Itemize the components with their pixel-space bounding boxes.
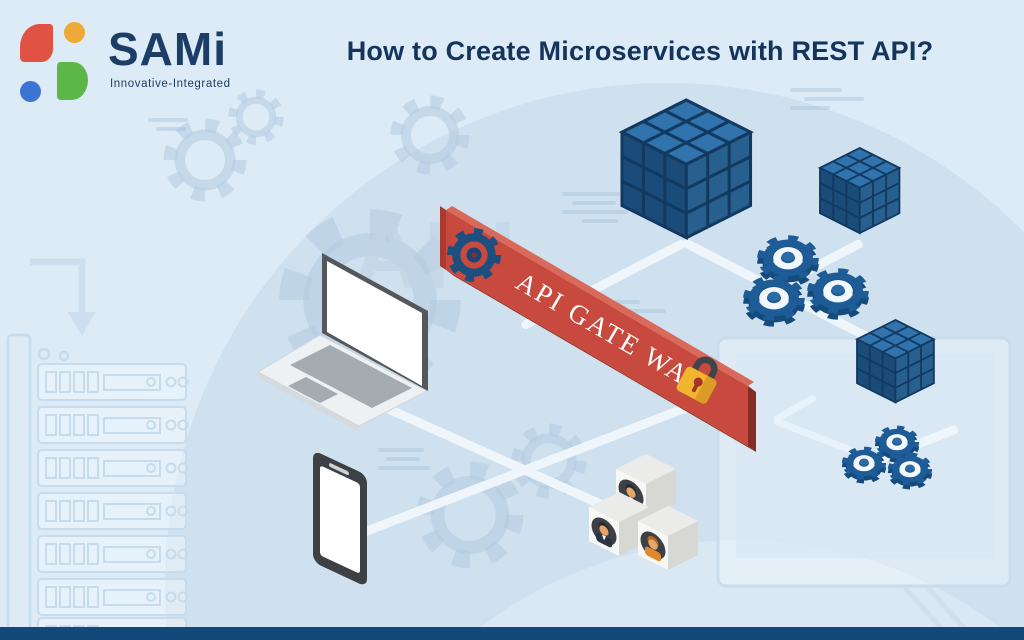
microservices-cube-top-right	[819, 147, 901, 234]
brand-name: SAMi	[108, 23, 227, 75]
logo-shape-orange	[64, 22, 85, 43]
logo-shape-green	[57, 62, 88, 100]
logo-shape-blue	[20, 81, 41, 102]
user-cubes-icon	[589, 454, 698, 571]
ghost-server-rack	[6, 333, 189, 640]
smartphone-icon	[313, 452, 367, 585]
laptop-icon	[256, 253, 429, 432]
logo-shape-red	[20, 24, 53, 62]
bottom-bar	[0, 627, 1024, 640]
page-title: How to Create Microservices with REST AP…	[346, 36, 934, 66]
microservices-cube-right	[856, 319, 935, 404]
brand-tagline: Innovative-Integrated	[110, 78, 231, 90]
ghost-arrow	[30, 258, 96, 336]
api-gateway-banner: API GATE WAY	[440, 206, 756, 452]
banner-gear-icon	[447, 228, 501, 282]
padlock-icon	[676, 356, 718, 404]
gear-cluster-small	[846, 428, 929, 486]
